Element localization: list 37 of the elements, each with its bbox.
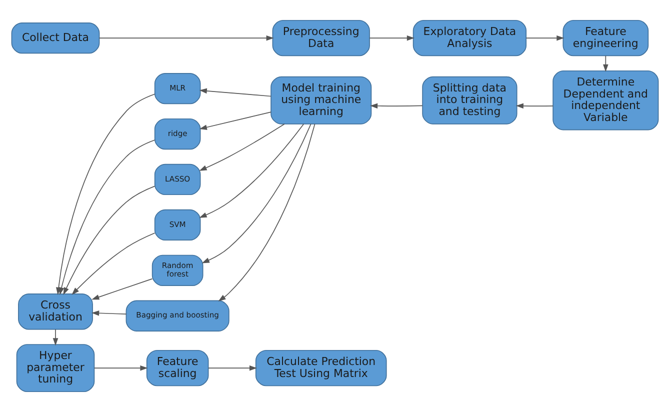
arrow <box>526 35 564 41</box>
arrow <box>94 365 148 371</box>
arrow <box>202 124 312 264</box>
node-box: Calculate Prediction Test Using Matrix <box>255 350 387 386</box>
arrow <box>516 103 554 109</box>
node-box: ridge <box>154 118 201 150</box>
arrow <box>58 140 156 295</box>
arrow <box>92 310 127 316</box>
node-box: Random forest <box>152 254 204 286</box>
node-box: MLR <box>154 72 201 104</box>
arrow <box>208 365 258 371</box>
arrow <box>603 55 608 72</box>
node-box: Splitting data into training and testing <box>422 76 518 124</box>
arrow <box>370 103 423 109</box>
node-box: Cross validation <box>18 294 93 330</box>
node-box: Feature scaling <box>146 350 209 386</box>
node-box: Hyper parameter tuning <box>16 344 95 392</box>
arrow <box>63 186 156 296</box>
node-box: Feature engineering <box>562 20 649 56</box>
node-box: SVM <box>154 209 201 241</box>
node-box: Preprocessing Data <box>272 20 370 56</box>
node-box: Collect Data <box>11 22 100 54</box>
node-box: Bagging and boosting <box>126 300 230 332</box>
arrow <box>218 124 316 302</box>
node-box: Determine Dependent and independent Variable <box>552 70 659 130</box>
arrow <box>52 328 58 346</box>
arrow <box>369 35 414 41</box>
node-box: Model training using machine learning <box>270 76 372 124</box>
arrow <box>199 124 285 171</box>
arrow <box>199 124 304 218</box>
node-box: Exploratory Data Analysis <box>412 20 527 56</box>
node-box: LASSO <box>154 164 201 196</box>
arrow <box>199 88 272 97</box>
arrow <box>98 35 274 41</box>
arrow <box>199 112 272 130</box>
arrow <box>92 278 153 300</box>
arrow <box>72 232 156 295</box>
